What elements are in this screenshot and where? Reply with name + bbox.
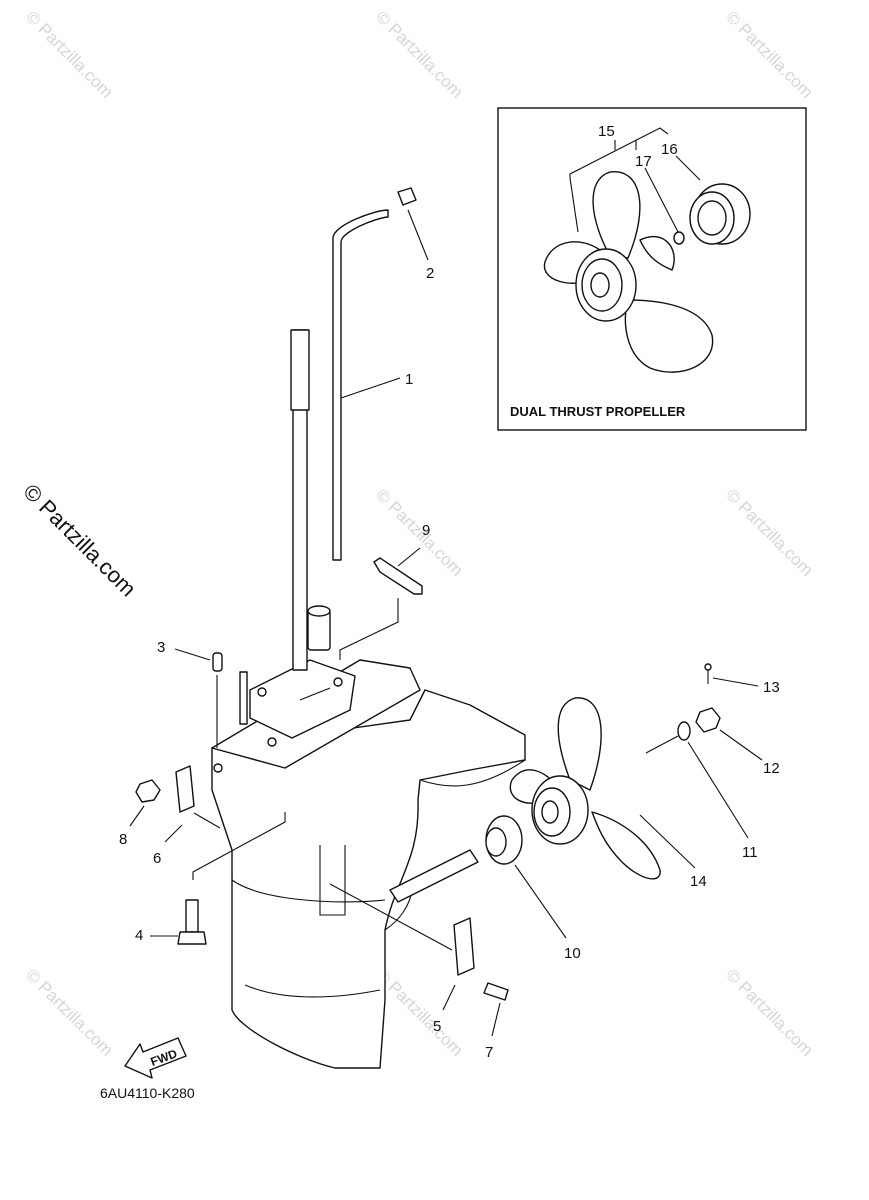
drive-shaft-spline (290, 329, 310, 411)
watermark: © Partzilla.com (722, 7, 816, 101)
watermark: © Partzilla.com (722, 965, 816, 1059)
fwd-arrow: FWD (124, 1037, 187, 1079)
thrust-washer-face (485, 827, 507, 857)
anode-lower (453, 917, 475, 976)
water-tube (332, 209, 389, 561)
callout-14: 14 (690, 873, 707, 890)
pump-detail (299, 687, 331, 701)
casing-contour (319, 845, 346, 916)
prop-nut (695, 707, 721, 733)
callout-10: 10 (564, 945, 581, 962)
callout-11: 11 (742, 844, 758, 861)
leader-5 (442, 984, 456, 1011)
callout-1: 1 (405, 371, 413, 388)
shaft-collar-top (307, 605, 331, 617)
leader-8 (129, 805, 145, 827)
callout-8: 8 (119, 831, 127, 848)
leader-9 (397, 547, 421, 567)
grommet (397, 187, 417, 206)
leader-3 (174, 648, 211, 661)
callout-17: 17 (635, 153, 652, 170)
fwd-arrow-icon (124, 1037, 187, 1079)
inset-prop-blade (624, 299, 714, 373)
watermark: © Partzilla.com (722, 485, 816, 579)
diagram-code: 6AU4110-K280 (100, 1085, 195, 1101)
leader-12 (719, 729, 763, 761)
inset-thrust-holder-bore (697, 200, 727, 236)
inset-prop-blade (592, 171, 641, 259)
leader-6 (164, 824, 183, 843)
plate-bolt (257, 687, 267, 697)
leader-washer (645, 735, 679, 754)
propeller-blade (557, 697, 602, 791)
propeller-bore (541, 800, 559, 824)
leader-14 (639, 814, 696, 869)
leader-9b (339, 598, 399, 660)
watermark: © Partzilla.com (372, 7, 466, 101)
bolt-head (177, 931, 207, 945)
dowel-pin (212, 652, 223, 672)
leader-16 (675, 155, 701, 181)
nut (135, 779, 161, 803)
leader-10 (514, 864, 567, 939)
watermark: © Partzilla.com (22, 7, 116, 101)
cotter-pin (704, 663, 712, 671)
washer (677, 721, 691, 741)
leader-anode (329, 883, 453, 951)
plate-bolt (333, 677, 343, 687)
leader-2 (407, 209, 429, 261)
leader-13 (712, 677, 759, 687)
callout-4: 4 (135, 927, 143, 944)
callout-7: 7 (485, 1044, 493, 1061)
plate-bolt (213, 763, 223, 773)
casing-contour (244, 984, 381, 998)
leader-17 (644, 167, 679, 233)
hose-clip (373, 557, 423, 595)
callout-15: 15 (598, 123, 615, 140)
callout-3: 3 (157, 639, 165, 656)
propeller-shaft (389, 849, 479, 903)
casing-contour (419, 759, 526, 787)
plate-bolt (267, 737, 277, 747)
watermark: © Partzilla.com (22, 965, 116, 1059)
inset-title: DUAL THRUST PROPELLER (510, 404, 686, 419)
bolt (185, 899, 199, 933)
callout-16: 16 (661, 141, 678, 158)
lower-unit-assembly: 1 2 3 4 6 8 9 5 (119, 187, 780, 1069)
leader-4b (192, 812, 286, 880)
callout-12: 12 (763, 760, 780, 777)
callout-9: 9 (422, 522, 430, 539)
screw (483, 982, 509, 1001)
callout-5: 5 (433, 1018, 441, 1035)
leader-7 (491, 1002, 501, 1037)
leader-15c (569, 177, 579, 233)
anode-upper (175, 765, 195, 813)
leader-11 (687, 741, 749, 839)
inset-prop-bore (590, 272, 610, 298)
inset-dual-thrust: 15 16 17 DUAL THRUST PROPELLER (497, 107, 807, 431)
side-credit: © Partzilla.com (18, 479, 141, 602)
inset-bracket (569, 127, 669, 178)
leader-1 (340, 377, 401, 399)
inset-prop-blade (639, 235, 675, 271)
propeller-blade (591, 811, 661, 880)
callout-13: 13 (763, 679, 780, 696)
leader-6a (193, 812, 221, 829)
casing-contour (231, 879, 386, 903)
callout-6: 6 (153, 850, 161, 867)
watermark: © Partzilla.com (372, 965, 466, 1059)
inset-washer (673, 231, 685, 245)
callout-2: 2 (426, 265, 434, 282)
stud (239, 671, 248, 725)
